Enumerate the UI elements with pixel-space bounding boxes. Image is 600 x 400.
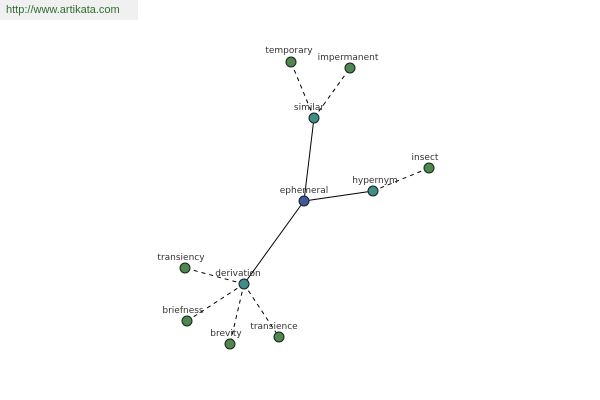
node-hypernym-dot[interactable]	[367, 185, 379, 197]
node-impermanent-label: impermanent	[318, 53, 379, 63]
node-ephemeral[interactable]: ephemeral	[280, 186, 329, 207]
node-briefness[interactable]: briefness	[162, 306, 204, 327]
node-briefness-label: briefness	[162, 306, 204, 316]
node-brevity[interactable]: brevity	[210, 329, 242, 350]
edge-derivation-transience	[243, 283, 280, 338]
node-similar[interactable]: similar	[294, 103, 324, 124]
node-transiency-dot[interactable]	[179, 262, 191, 274]
node-brevity-label: brevity	[210, 329, 242, 339]
node-hypernym-label: hypernym	[352, 176, 398, 186]
node-impermanent-dot[interactable]	[344, 62, 356, 74]
node-insect[interactable]: insect	[412, 153, 439, 174]
node-transience[interactable]: transience	[250, 322, 298, 343]
edge-ephemeral-similar	[303, 117, 315, 202]
node-derivation[interactable]: derivation	[215, 269, 261, 290]
watermark: http://www.artikata.com	[0, 0, 138, 20]
node-similar-label: similar	[294, 103, 324, 113]
edge-similar-impermanent	[313, 67, 351, 119]
node-derivation-label: derivation	[215, 269, 261, 279]
edge-hypernym-insect	[372, 167, 430, 192]
node-ephemeral-label: ephemeral	[280, 186, 329, 196]
node-temporary-label: temporary	[265, 46, 313, 56]
node-ephemeral-dot[interactable]	[298, 195, 310, 207]
node-transiency[interactable]: transiency	[157, 253, 205, 274]
node-impermanent[interactable]: impermanent	[318, 53, 379, 74]
node-hypernym[interactable]: hypernym	[352, 176, 398, 197]
edge-ephemeral-hypernym	[303, 190, 374, 202]
edge-derivation-brevity	[229, 283, 245, 345]
node-brevity-dot[interactable]	[224, 338, 236, 350]
edge-derivation-transiency	[184, 267, 245, 285]
edge-ephemeral-derivation	[243, 200, 305, 285]
node-insect-label: insect	[412, 153, 439, 163]
watermark-url[interactable]: http://www.artikata.com	[6, 4, 120, 16]
node-transience-label: transience	[250, 322, 298, 332]
node-derivation-dot[interactable]	[238, 278, 250, 290]
node-insect-dot[interactable]	[423, 162, 435, 174]
node-briefness-dot[interactable]	[181, 315, 193, 327]
edge-similar-temporary	[290, 61, 315, 119]
edge-derivation-briefness	[186, 283, 245, 322]
node-transience-dot[interactable]	[273, 331, 285, 343]
node-temporary[interactable]: temporary	[265, 46, 313, 68]
node-similar-dot[interactable]	[308, 112, 320, 124]
node-temporary-dot[interactable]	[285, 56, 297, 68]
node-transiency-label: transiency	[157, 253, 205, 263]
